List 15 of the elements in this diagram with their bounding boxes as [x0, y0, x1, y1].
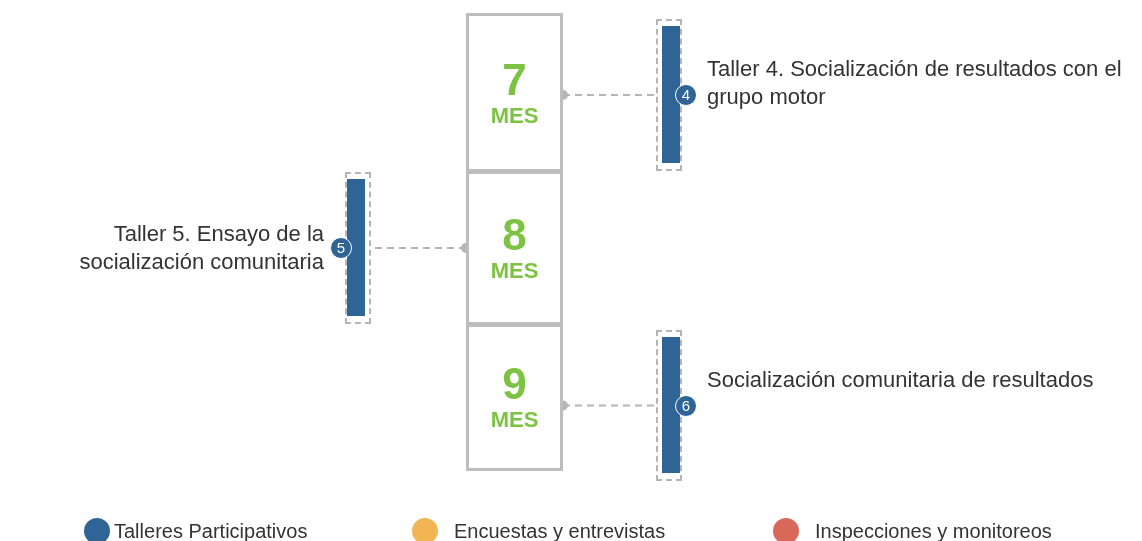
month-box: [466, 323, 563, 471]
bar-marker: [656, 330, 697, 481]
month-box: [466, 13, 563, 172]
bar-marker: [330, 172, 371, 324]
step-description: Socialización comunitaria de resultados: [707, 365, 1095, 394]
month-label: MES: [490, 257, 539, 284]
month-number: 7: [502, 56, 527, 103]
month-number: 9: [502, 361, 527, 408]
step-description: Taller 4. Socialización de resultados con el grupo motor: [707, 55, 1123, 111]
bar-marker: [656, 19, 697, 171]
month-label: MES: [490, 102, 539, 129]
month-box: [466, 170, 563, 325]
month-label: MES: [490, 407, 539, 434]
step-description: Taller 5. Ensayo de la socialización comunitaria: [78, 220, 324, 276]
month-number: 8: [502, 211, 527, 258]
